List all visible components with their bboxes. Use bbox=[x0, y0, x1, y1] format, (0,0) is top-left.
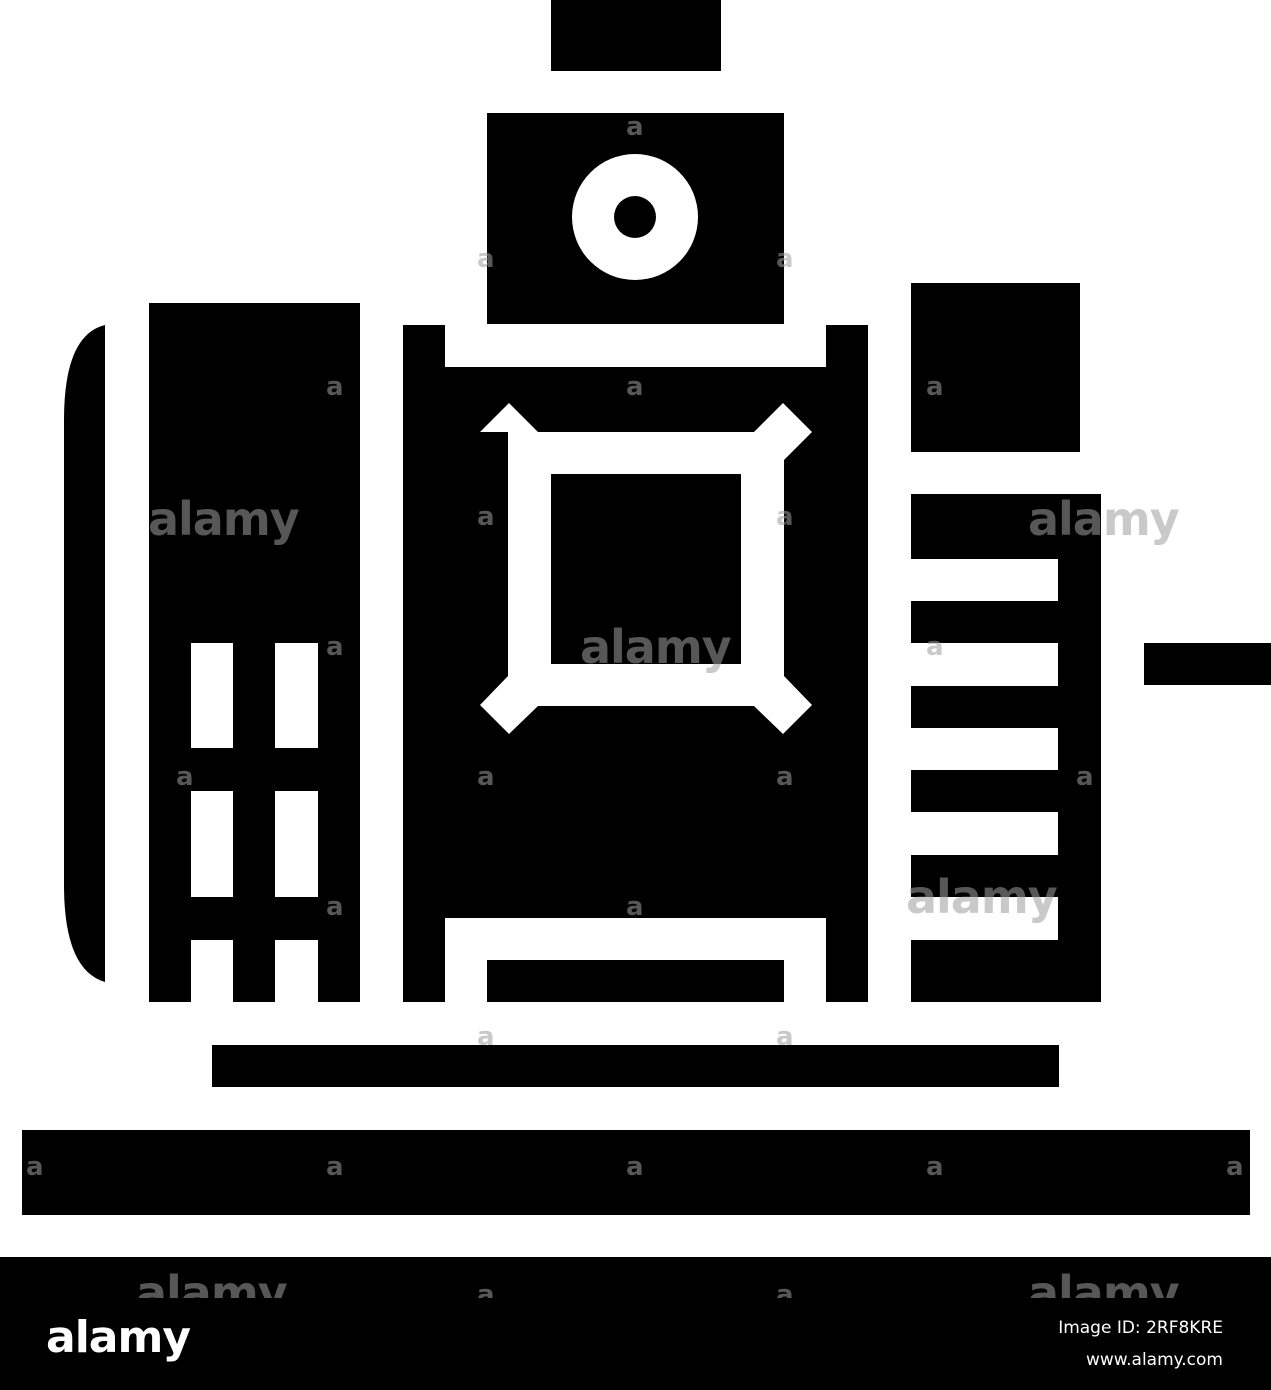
terminal-box bbox=[487, 113, 784, 324]
drive-shaft bbox=[1144, 643, 1271, 685]
stock-footer-bar: alamy Image ID: 2RF8KRE www.alamy.com bbox=[0, 1298, 1271, 1390]
end-cap bbox=[64, 325, 105, 982]
mount-rail bbox=[212, 1045, 1059, 1087]
core-plate bbox=[551, 474, 741, 664]
left-housing bbox=[149, 303, 360, 1002]
bottom-slot-bar bbox=[487, 960, 784, 1002]
alamy-logo: alamy bbox=[46, 1312, 191, 1363]
image-id-label: Image ID: 2RF8KRE bbox=[1058, 1318, 1223, 1338]
control-box bbox=[911, 283, 1080, 452]
base-plate bbox=[22, 1130, 1250, 1215]
site-url-label: www.alamy.com bbox=[1085, 1350, 1223, 1370]
rotor-hub bbox=[614, 196, 656, 238]
top-cap-block bbox=[551, 0, 721, 71]
central-housing bbox=[403, 325, 868, 1002]
cooling-fins bbox=[911, 494, 1101, 1002]
floor-bar bbox=[0, 1257, 1271, 1298]
